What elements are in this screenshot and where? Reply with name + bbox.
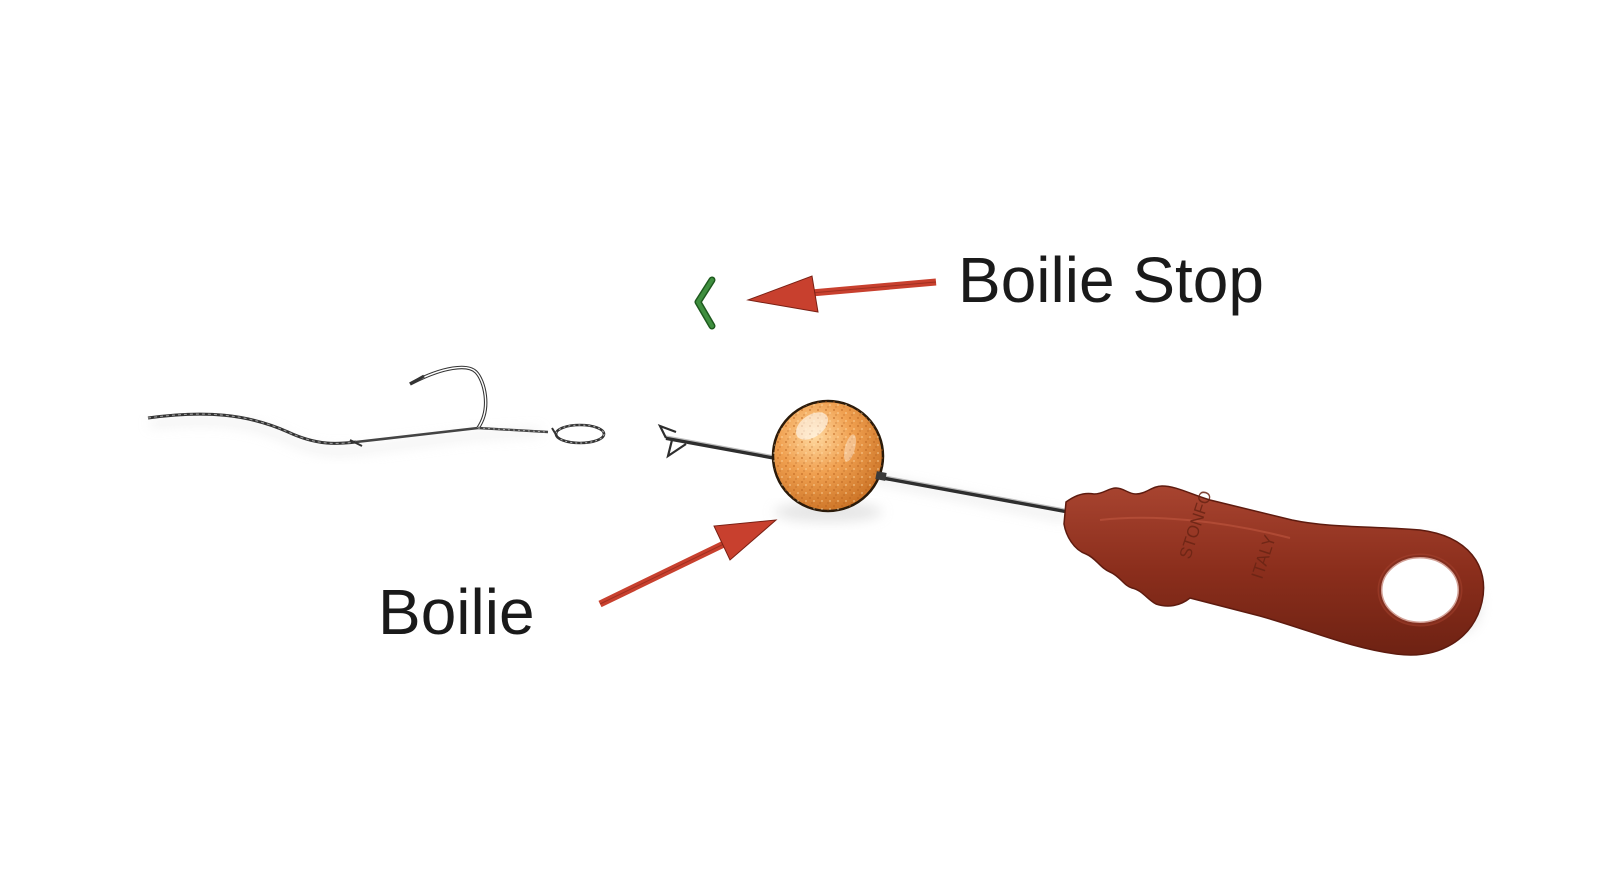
boilie-stop-icon [694, 276, 716, 330]
boilie-label: Boilie [378, 576, 535, 648]
hair-rig-hook-icon [147, 365, 606, 455]
boilie-ball-icon [771, 399, 887, 522]
needle-handle [1063, 485, 1485, 656]
boilie-arrow [598, 519, 778, 608]
boilie-stop-arrow [746, 275, 937, 313]
boilie-stop-label: Boilie Stop [958, 244, 1264, 316]
baiting-needle-icon: STONFO ITALY [657, 423, 1485, 656]
